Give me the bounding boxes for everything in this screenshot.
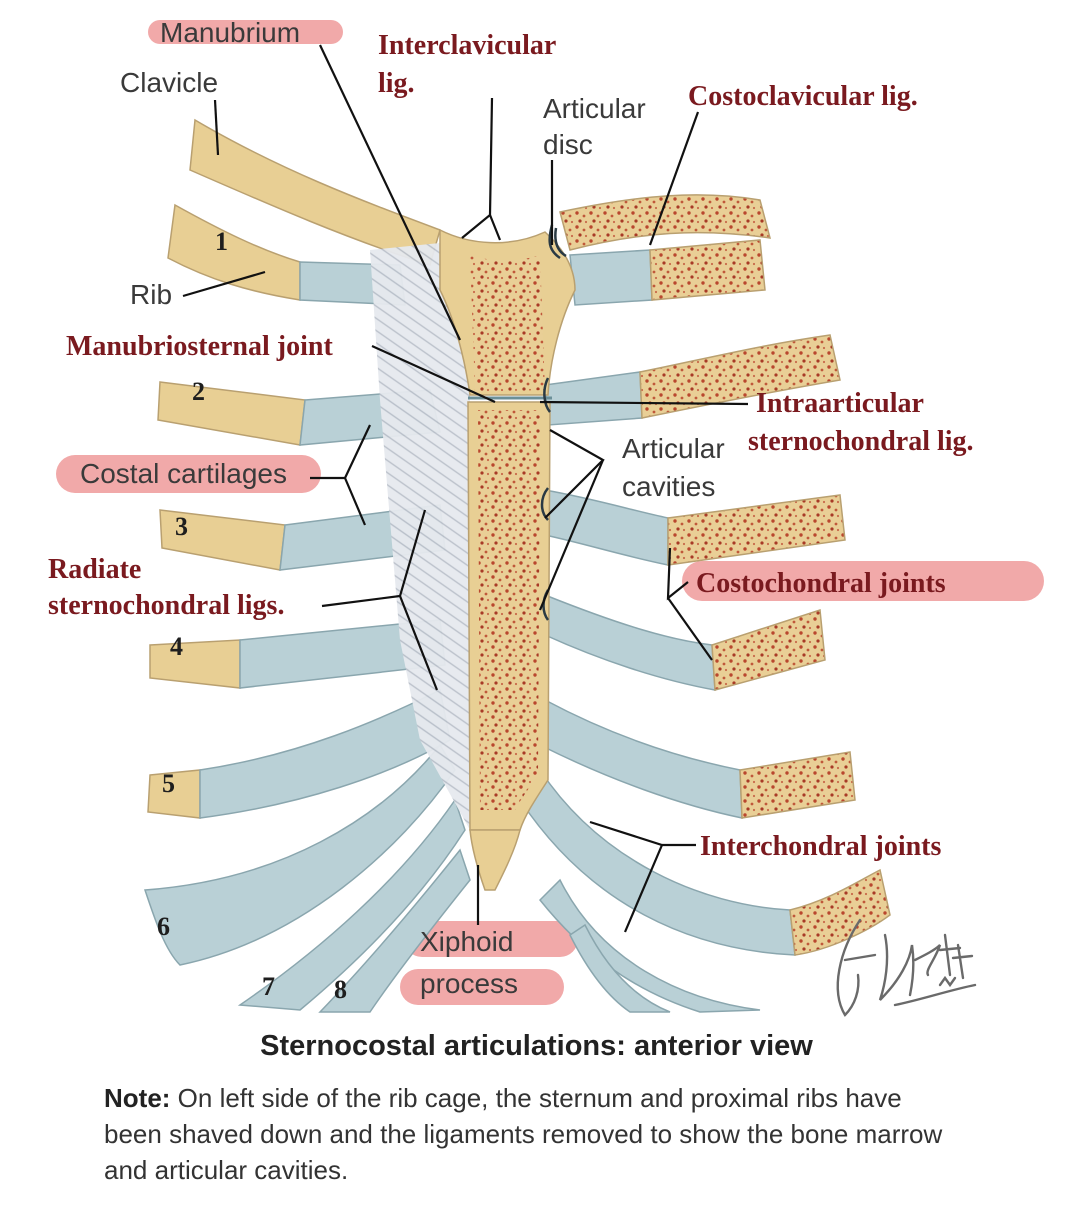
label-clavicle: Clavicle <box>120 67 218 98</box>
figure-caption: Sternocostal articulations: anterior vie… <box>260 1030 813 1062</box>
label-articular-cavities-line1: Articular <box>622 433 725 464</box>
figure-note: Note: On left side of the rib cage, the … <box>104 1080 944 1188</box>
label-rib: Rib <box>130 279 172 310</box>
label-articular-disc-line2: disc <box>543 129 593 160</box>
label-interchondral-joints: Interchondral joints <box>700 831 941 862</box>
label-intraarticular-line1: Intraarticular <box>756 388 924 419</box>
label-interclavicular-line1: Interclavicular <box>378 30 556 61</box>
note-text: On left side of the rib cage, the sternu… <box>104 1083 943 1185</box>
label-costal-cartilages: Costal cartilages <box>80 458 287 489</box>
leader-lines <box>182 44 749 933</box>
label-intraarticular-line2: sternochondral lig. <box>748 426 974 457</box>
label-manubriosternal-joint: Manubriosternal joint <box>66 331 333 362</box>
label-radiate-line2: sternochondral ligs. <box>48 590 284 621</box>
rib-number-2: 2 <box>192 377 205 406</box>
radiate-ligaments <box>370 240 470 830</box>
highlight-costal-cartilages <box>56 455 321 493</box>
label-manubrium: Manubrium <box>160 17 300 48</box>
anatomy-illustration: Manubrium Interclavicular lig. Clavicle … <box>48 17 1044 1017</box>
label-xiphoid-line2: process <box>420 968 518 999</box>
highlight-manubrium <box>148 20 343 44</box>
highlight-xiphoid <box>404 921 578 957</box>
label-radiate-line1: Radiate <box>48 554 141 585</box>
rib-number-4: 4 <box>170 632 183 661</box>
label-costochondral-joints: Costochondral joints <box>696 568 946 599</box>
label-articular-cavities-line2: cavities <box>622 471 715 502</box>
label-costoclavicular: Costoclavicular lig. <box>688 81 918 112</box>
label-interclavicular-line2: lig. <box>378 68 415 99</box>
sternum <box>439 228 576 891</box>
label-xiphoid-line1: Xiphoid <box>420 926 513 957</box>
label-articular-disc-line1: Articular <box>543 93 646 124</box>
rib-number-7: 7 <box>262 972 275 1001</box>
rib-number-5: 5 <box>162 769 175 798</box>
rib-number-8: 8 <box>334 975 347 1004</box>
clavicle-right <box>559 194 772 251</box>
note-lead: Note: <box>104 1083 171 1113</box>
rib-number-1: 1 <box>215 227 228 256</box>
highlight-costochondral-joints <box>682 561 1044 601</box>
rib-number-3: 3 <box>175 512 188 541</box>
netter-signature <box>836 918 977 1017</box>
xiphoid-bone <box>469 829 521 891</box>
right-ribs <box>519 239 891 1013</box>
highlight-process <box>400 969 564 1005</box>
rib-number-6: 6 <box>157 912 170 941</box>
